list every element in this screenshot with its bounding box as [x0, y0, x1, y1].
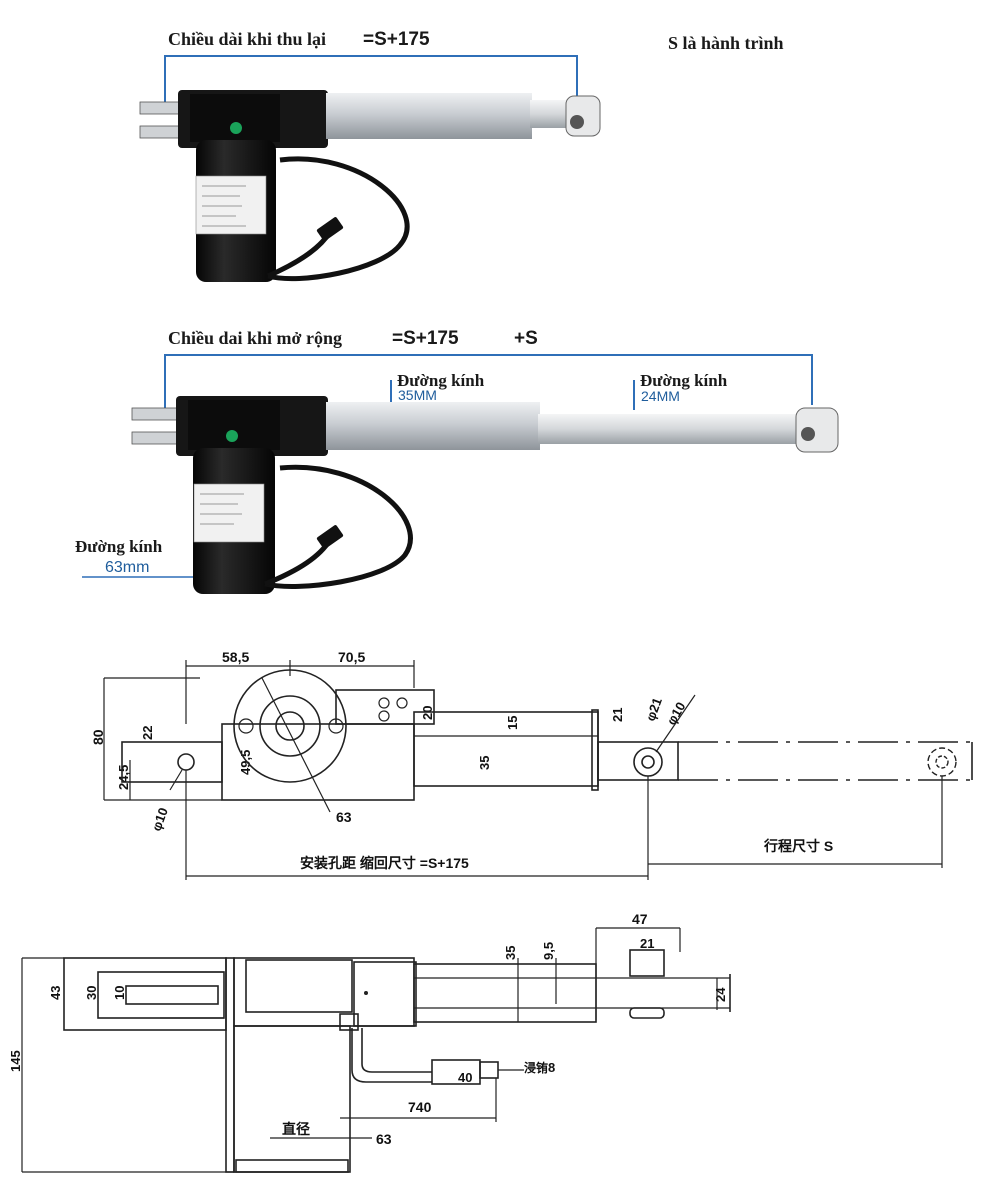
retracted-length-bracket [164, 55, 578, 103]
power-cable [267, 156, 410, 282]
dim-phi21: φ21 [643, 696, 665, 723]
dim-9-5: 9,5 [541, 942, 556, 960]
cable-plug-icon-2 [316, 525, 344, 549]
motor-diameter-value: 63mm [105, 559, 149, 576]
tube-diameter-label: Đường kính [397, 371, 485, 390]
plug-glyph: 浸铕 [524, 1060, 548, 1075]
dim-35-side: 35 [503, 946, 518, 960]
dim-30: 30 [84, 986, 99, 1000]
dim-63-side: 63 [376, 1131, 392, 1147]
dim-49-5: 49,5 [238, 750, 253, 775]
dim-35: 35 [477, 756, 492, 770]
power-cable-2 [264, 464, 413, 589]
front-rod-end [565, 95, 601, 137]
dim-15: 15 [505, 716, 520, 730]
retracted-length-label: Chiều dài khi thu lại [168, 29, 326, 49]
tube-side-outline [413, 963, 597, 1023]
extended-length-value: =S+175 [392, 328, 459, 349]
dim-10: 10 [112, 986, 127, 1000]
rear-mount-outline [121, 741, 223, 783]
technical-drawing-top: 58,5 70,5 80 22 24,5 49,5 20 15 35 21 φ2… [90, 649, 973, 880]
dim-43: 43 [48, 986, 63, 1000]
stroke-note: S là hành trình [668, 33, 784, 53]
motor-diameter-label: Đường kính [75, 537, 163, 556]
dim-21: 21 [610, 708, 625, 722]
dim-40: 40 [458, 1070, 472, 1085]
dim-70-5: 70,5 [338, 649, 365, 665]
dim-22: 22 [140, 726, 155, 740]
rod-diameter-label: Đường kính [640, 371, 728, 390]
led-icon [230, 122, 242, 134]
dim-80: 80 [90, 729, 106, 745]
outer-tube [326, 93, 532, 139]
dim-24-side: 24 [713, 987, 728, 1002]
dim-63: 63 [336, 809, 352, 825]
technical-drawing-side: 47 21 35 9,5 24 43 30 10 145 [8, 911, 731, 1173]
dim-8: 8 [548, 1060, 555, 1075]
inner-rod-2 [538, 414, 800, 444]
tube-diameter-value: 35MM [398, 387, 437, 403]
motor-label-sticker [195, 175, 267, 235]
dim-24-5: 24,5 [116, 765, 131, 790]
gearbox-cover [190, 94, 280, 142]
dim-145: 145 [8, 1050, 23, 1072]
front-eye-hole [570, 115, 584, 129]
dim-21-side: 21 [640, 936, 654, 951]
extended-length-bracket [164, 354, 813, 412]
photo-extended: Chiều dai khi mở rộng =S+175 +S Đường kí… [75, 328, 839, 594]
rod-diameter-value: 24MM [641, 388, 680, 404]
dim-47: 47 [632, 911, 648, 927]
install-distance-label: 安装孔距 缩回尺寸 =S+175 [300, 855, 469, 871]
rod-end-outline [597, 741, 679, 781]
motor-diameter-cn-label: 直径 [282, 1121, 310, 1137]
cable-gland-outline [339, 1013, 359, 1031]
photo-retracted: Chiều dài khi thu lại =S+175 S là hành t… [139, 29, 784, 282]
gearbox-side-outline [233, 957, 415, 1027]
extended-length-label: Chiều dai khi mở rộng [168, 328, 342, 348]
stroke-length-label: 行程尺寸 S [763, 838, 833, 854]
inner-rod [530, 100, 570, 128]
motor-side-outline [233, 1025, 351, 1173]
outer-tube-2 [326, 402, 540, 450]
rear-clevis-top [139, 101, 181, 115]
extended-plus-stroke: +S [514, 328, 538, 349]
led-icon-2 [226, 430, 238, 442]
retracted-length-value: =S+175 [363, 29, 430, 50]
dim-phi10-left: φ10 [149, 806, 171, 833]
dim-740: 740 [408, 1099, 432, 1115]
front-rod-end-2 [795, 407, 839, 453]
cable-plug-icon [316, 217, 344, 241]
rear-clevis-bottom [139, 125, 181, 139]
dim-58-5: 58,5 [222, 649, 249, 665]
motor-outline [233, 669, 347, 783]
